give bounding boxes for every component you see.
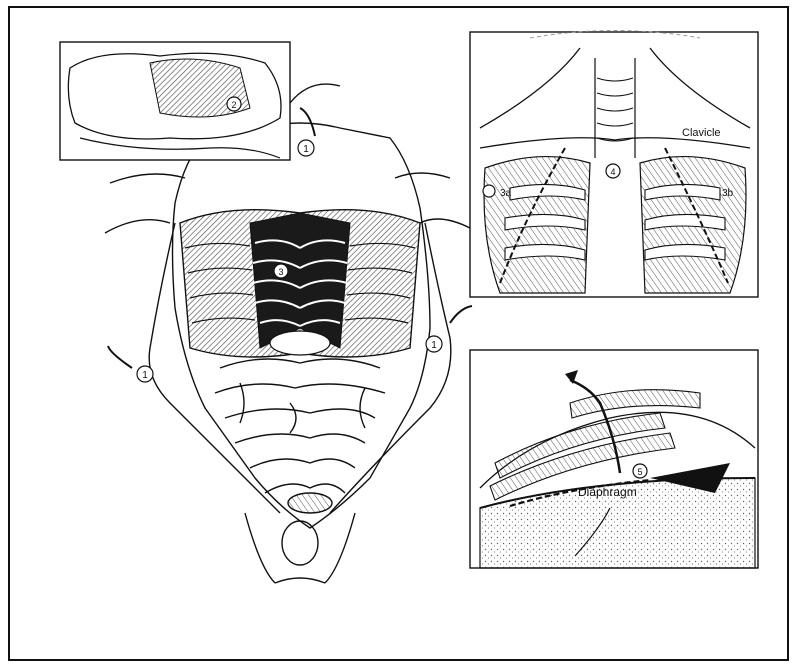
figure-frame: 3 1 1 1 2 — [8, 6, 789, 661]
svg-text:2: 2 — [231, 100, 236, 110]
inset-detail-2: 2 — [60, 42, 290, 160]
rib-cage — [180, 210, 420, 357]
diaphragm-label: Diaphragm — [578, 485, 637, 499]
marker-1-right: 1 — [426, 336, 442, 352]
svg-text:1: 1 — [431, 340, 437, 351]
svg-text:1: 1 — [303, 144, 309, 155]
svg-text:1: 1 — [142, 370, 148, 381]
tag-3a-label: 3a — [500, 188, 512, 199]
inset-detail-4: 4 Clavicle 3a 3b — [470, 31, 758, 298]
clavicle-label: Clavicle — [682, 127, 721, 139]
marker-1-top: 1 — [298, 140, 314, 156]
svg-text:3: 3 — [278, 267, 283, 277]
marker-3-main: 3 — [274, 264, 288, 278]
dissection-diagram: 3 1 1 1 2 — [10, 8, 791, 663]
tag-3b-label: 3b — [722, 188, 734, 199]
svg-text:4: 4 — [610, 167, 615, 177]
inset-detail-5: 5 Diaphragm — [470, 350, 758, 568]
svg-text:5: 5 — [637, 467, 642, 477]
marker-1-left: 1 — [137, 366, 153, 382]
